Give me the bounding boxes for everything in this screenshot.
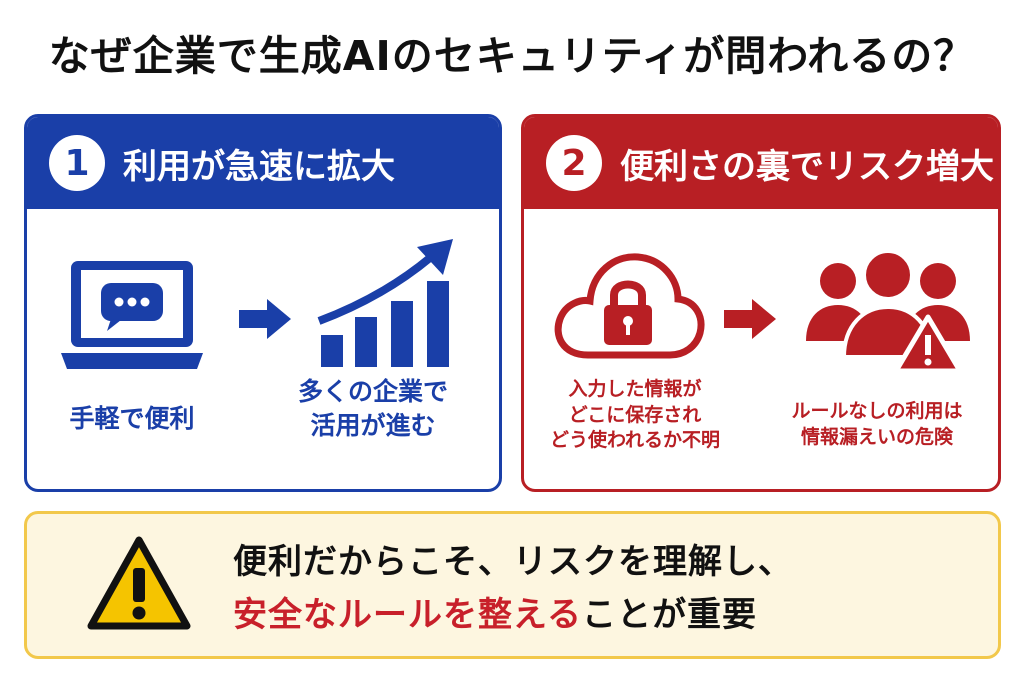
caption-data-unknown: 入力した情報が どこに保存され どう使われるか不明 — [530, 377, 740, 454]
caption-easy-convenient: 手軽で便利 — [69, 404, 195, 433]
caption-leak-danger: ルールなしの利用は 情報漏えいの危険 — [764, 399, 990, 450]
page-title: なぜ企業で生成AIのセキュリティが問われるの？ — [48, 32, 976, 80]
key-message: 便利だからこそ、リスクを理解し、 安全なルールを整えることが重要 — [233, 536, 793, 641]
panel-number: 1 — [49, 135, 105, 191]
key-message-line1: 便利だからこそ、リスクを理解し、 — [233, 542, 793, 582]
arrow-right-icon — [724, 299, 776, 339]
panel-header: 1 利用が急速に拡大 — [27, 117, 499, 209]
caption-line: 情報漏えいの危険 — [800, 425, 953, 448]
caption-line: 多くの企業で — [297, 377, 448, 406]
caption-line: どこに保存され — [568, 403, 702, 426]
cloud-lock-icon — [554, 253, 705, 359]
caption-line: 入力した情報が — [568, 378, 702, 400]
key-message-emphasis: 安全なルールを整える — [233, 594, 582, 635]
caption-line: 活用が進む — [310, 410, 436, 440]
caption-line: どう使われるか不明 — [549, 429, 721, 452]
panel-rapid-adoption: 1 利用が急速に拡大 手軽で便利 多くの企業で 活用が進む — [24, 114, 502, 492]
growth-chart-icon — [317, 239, 453, 367]
panel-header: 2 便利さの裏でリスク増大 — [524, 117, 998, 209]
key-message-line2: 安全なルールを整えることが重要 — [233, 589, 793, 642]
panel-rising-risk: 2 便利さの裏でリスク増大 入力した情報が どこに保存され どう使われるか不明 … — [521, 114, 1001, 492]
panel-heading: 便利さの裏でリスク増大 — [620, 146, 994, 187]
key-message-box: 便利だからこそ、リスクを理解し、 安全なルールを整えることが重要 — [24, 511, 1001, 659]
users-warning-icon — [806, 249, 970, 374]
panel-heading: 利用が急速に拡大 — [123, 146, 395, 187]
caption-line: ルールなしの利用は — [791, 400, 963, 422]
caption-widely-adopted: 多くの企業で 活用が進む — [263, 375, 483, 443]
key-message-rest: ことが重要 — [581, 594, 757, 635]
warning-icon — [87, 536, 191, 630]
arrow-right-icon — [239, 299, 291, 339]
panel-number: 2 — [546, 135, 602, 191]
laptop-chat-icon — [61, 261, 203, 369]
